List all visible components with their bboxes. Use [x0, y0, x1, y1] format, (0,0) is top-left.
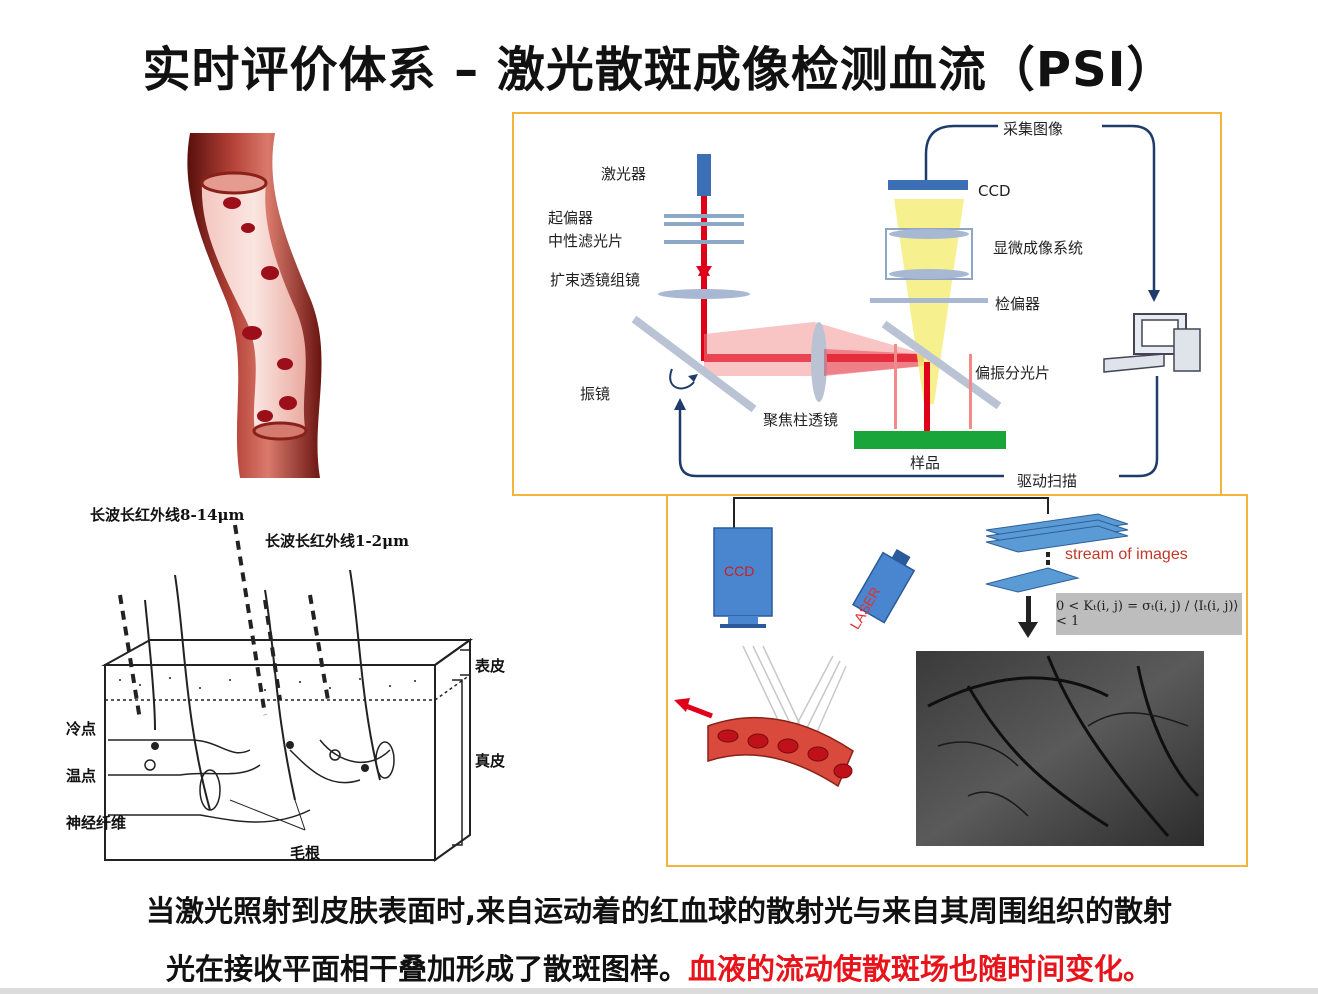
label-galvo: 振镜 — [580, 385, 611, 403]
label-cyl-lens: 聚焦柱透镜 — [763, 411, 839, 429]
label-warm-point: 温点 — [66, 767, 97, 785]
bottom-divider — [0, 988, 1318, 994]
skin-structure-diagram — [101, 524, 474, 862]
psi-schematic — [674, 497, 1204, 846]
page-title: 实时评价体系 – 激光散斑成像检测血流（PSI） — [142, 42, 1176, 98]
speckle-contrast-formula: 0 < Kₜ(i, j) = σₜ(i, j) / ⟨Iₜ(i, j)⟩ < 1 — [1056, 593, 1242, 635]
label-ccd: CCD — [978, 182, 1011, 200]
blood-vessel-illustration — [187, 133, 322, 478]
label-beam-expander: 扩束透镜组镜 — [550, 271, 641, 289]
label-nerve-fiber: 神经纤维 — [66, 814, 127, 832]
label-microscope: 显微成像系统 — [993, 239, 1084, 257]
label-dermis: 真皮 — [475, 752, 506, 770]
label-cold-point: 冷点 — [66, 720, 97, 738]
caption-line-2-black: 光在接收平面相干叠加形成了散斑图样。 — [165, 952, 688, 986]
label-polarizer: 起偏器 — [548, 209, 594, 227]
label-epidermis: 表皮 — [475, 657, 506, 675]
label-sample: 样品 — [910, 454, 941, 472]
ccd-camera-label: CCD — [724, 563, 755, 579]
optical-setup-diagram — [631, 124, 1201, 478]
label-ir-short: 长波长红外线1-2μm — [265, 532, 409, 550]
label-ir-long: 长波长红外线8-14μm — [90, 506, 245, 524]
label-laser: 激光器 — [601, 165, 647, 183]
label-nd-filter: 中性滤光片 — [548, 232, 624, 250]
caption-line-2-red: 血液的流动使散斑场也随时间变化。 — [688, 952, 1153, 986]
psi-schematic-frame — [666, 494, 1248, 867]
label-hair-root: 毛根 — [290, 844, 321, 862]
label-pbs: 偏振分光片 — [975, 364, 1051, 382]
label-analyzer: 检偏器 — [995, 295, 1041, 313]
stream-of-images-label: stream of images — [1065, 546, 1188, 563]
caption-line-1: 当激光照射到皮肤表面时,来自运动着的红血球的散射光与来自其周围组织的散射 — [145, 894, 1173, 928]
label-capture: 采集图像 — [1003, 120, 1064, 138]
label-drive-scan: 驱动扫描 — [1017, 472, 1078, 490]
caption-line-2: 光在接收平面相干叠加形成了散斑图样。血液的流动使散斑场也随时间变化。 — [0, 946, 1318, 988]
